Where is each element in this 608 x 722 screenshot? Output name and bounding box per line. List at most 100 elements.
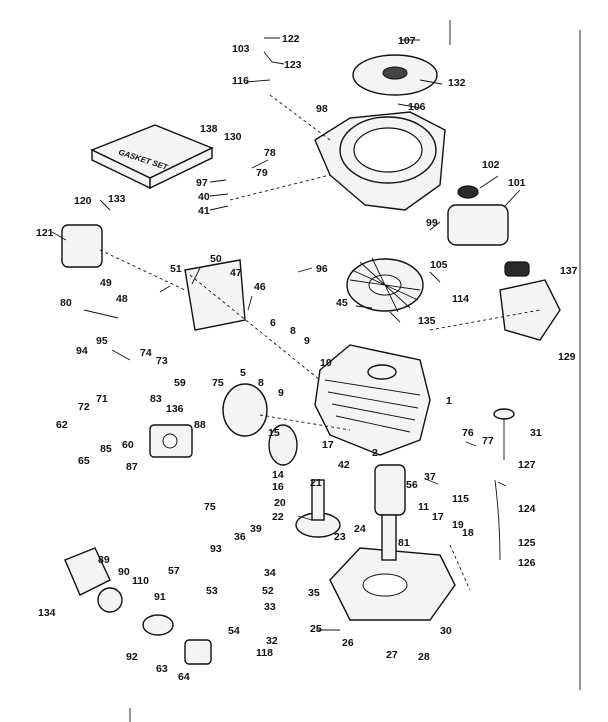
callout-label: 115 [452,493,469,505]
callout-label: 103 [232,43,250,55]
callout-label: 48 [116,293,128,305]
air-cleaner [61,224,103,268]
callout-label: 47 [230,267,242,279]
callout-label: 133 [108,193,126,205]
callout-label: 96 [316,263,328,275]
callout-label: 27 [386,649,398,661]
rotating-screen [352,54,438,96]
callout-label: 88 [194,419,206,431]
callout-label: 107 [398,35,416,47]
callout-label: 105 [430,259,448,271]
flywheel [346,257,424,313]
crankshaft [374,464,406,561]
callout-label: 136 [166,403,184,415]
callout-label: 90 [118,566,130,578]
callout-label: 110 [132,575,149,587]
callout-label: 135 [418,315,436,327]
blower-housing [314,111,446,211]
callout-labels: 122 103 123 116 107 132 106 98 138 130 7… [36,33,578,683]
callout-label: 41 [198,205,210,217]
callout-label: 74 [140,347,152,359]
gasket-set-box: GASKET SET [90,124,214,190]
callout-label: 54 [228,625,240,637]
callout-label: 78 [264,147,276,159]
callout-label: 126 [518,557,536,569]
callout-label: 17 [432,511,444,523]
callout-label: 17 [322,439,334,451]
callout-label: 16 [272,481,284,493]
callout-label: 95 [96,335,108,347]
callout-label: 35 [308,587,320,599]
callout-label: 125 [518,537,536,549]
callout-label: 73 [156,355,168,367]
callout-label: 52 [262,585,274,597]
callout-label: 36 [234,531,246,543]
callout-label: 99 [426,217,438,229]
callout-label: 49 [100,277,112,289]
callout-label: 40 [198,191,210,203]
callout-label: 59 [174,377,186,389]
callout-label: 18 [462,527,474,539]
callout-label: 31 [530,427,542,439]
callout-label: 65 [78,455,90,467]
callout-label: 22 [272,511,284,523]
callout-label: 2 [372,447,378,459]
callout-label: 53 [206,585,218,597]
callout-label: 64 [178,671,190,683]
dipstick-tube [493,408,515,561]
callout-label: 39 [250,523,262,535]
callout-label: 45 [336,297,348,309]
callout-label: 51 [170,263,182,275]
callout-label: 75 [212,377,224,389]
callout-label: 62 [56,419,68,431]
callout-label: 137 [560,265,578,277]
callout-label: 94 [76,345,88,357]
callout-label: 93 [210,543,222,555]
callout-label: 63 [156,663,168,675]
callout-label: 42 [338,459,350,471]
callout-label: 124 [518,503,536,515]
callout-label: 97 [196,177,208,189]
callout-label: 26 [342,637,354,649]
callout-label: 9 [304,335,310,347]
callout-label: 33 [264,601,276,613]
callout-label: 75 [204,501,216,513]
callout-label: 15 [268,427,280,439]
callout-label: 134 [38,607,56,619]
callout-label: 87 [126,461,138,473]
callout-label: 56 [406,479,418,491]
callout-label: 122 [282,33,300,45]
callout-label: 114 [452,293,469,305]
callout-label: 83 [150,393,162,405]
callout-label: 76 [462,427,474,439]
callout-label: 72 [78,401,90,413]
callout-label: 101 [508,177,526,189]
callout-label: 50 [210,253,222,265]
callout-label: 118 [256,647,273,659]
callout-label: 77 [482,435,494,447]
callout-label: 19 [452,519,464,531]
callout-label: 1 [446,395,452,407]
muffler [447,185,509,246]
callout-label: 138 [200,123,218,135]
callout-label: 8 [290,325,296,337]
carburetor [149,424,193,458]
callout-label: 21 [310,477,322,489]
crankcase-cover [329,547,456,621]
fuel-tank [64,547,212,665]
callout-label: 116 [232,75,249,87]
callout-label: 80 [60,297,72,309]
callout-label: 9 [278,387,284,399]
callout-label: 81 [398,537,410,549]
callout-label: 20 [274,497,286,509]
callout-label: 130 [224,131,242,143]
callout-label: 30 [440,625,452,637]
callout-label: 57 [168,565,180,577]
callout-label: 92 [126,651,138,663]
callout-label: 5 [240,367,246,379]
recoil-starter [499,261,561,341]
callout-label: 8 [258,377,264,389]
callout-label: 6 [270,317,276,329]
callout-label: 132 [448,77,466,89]
